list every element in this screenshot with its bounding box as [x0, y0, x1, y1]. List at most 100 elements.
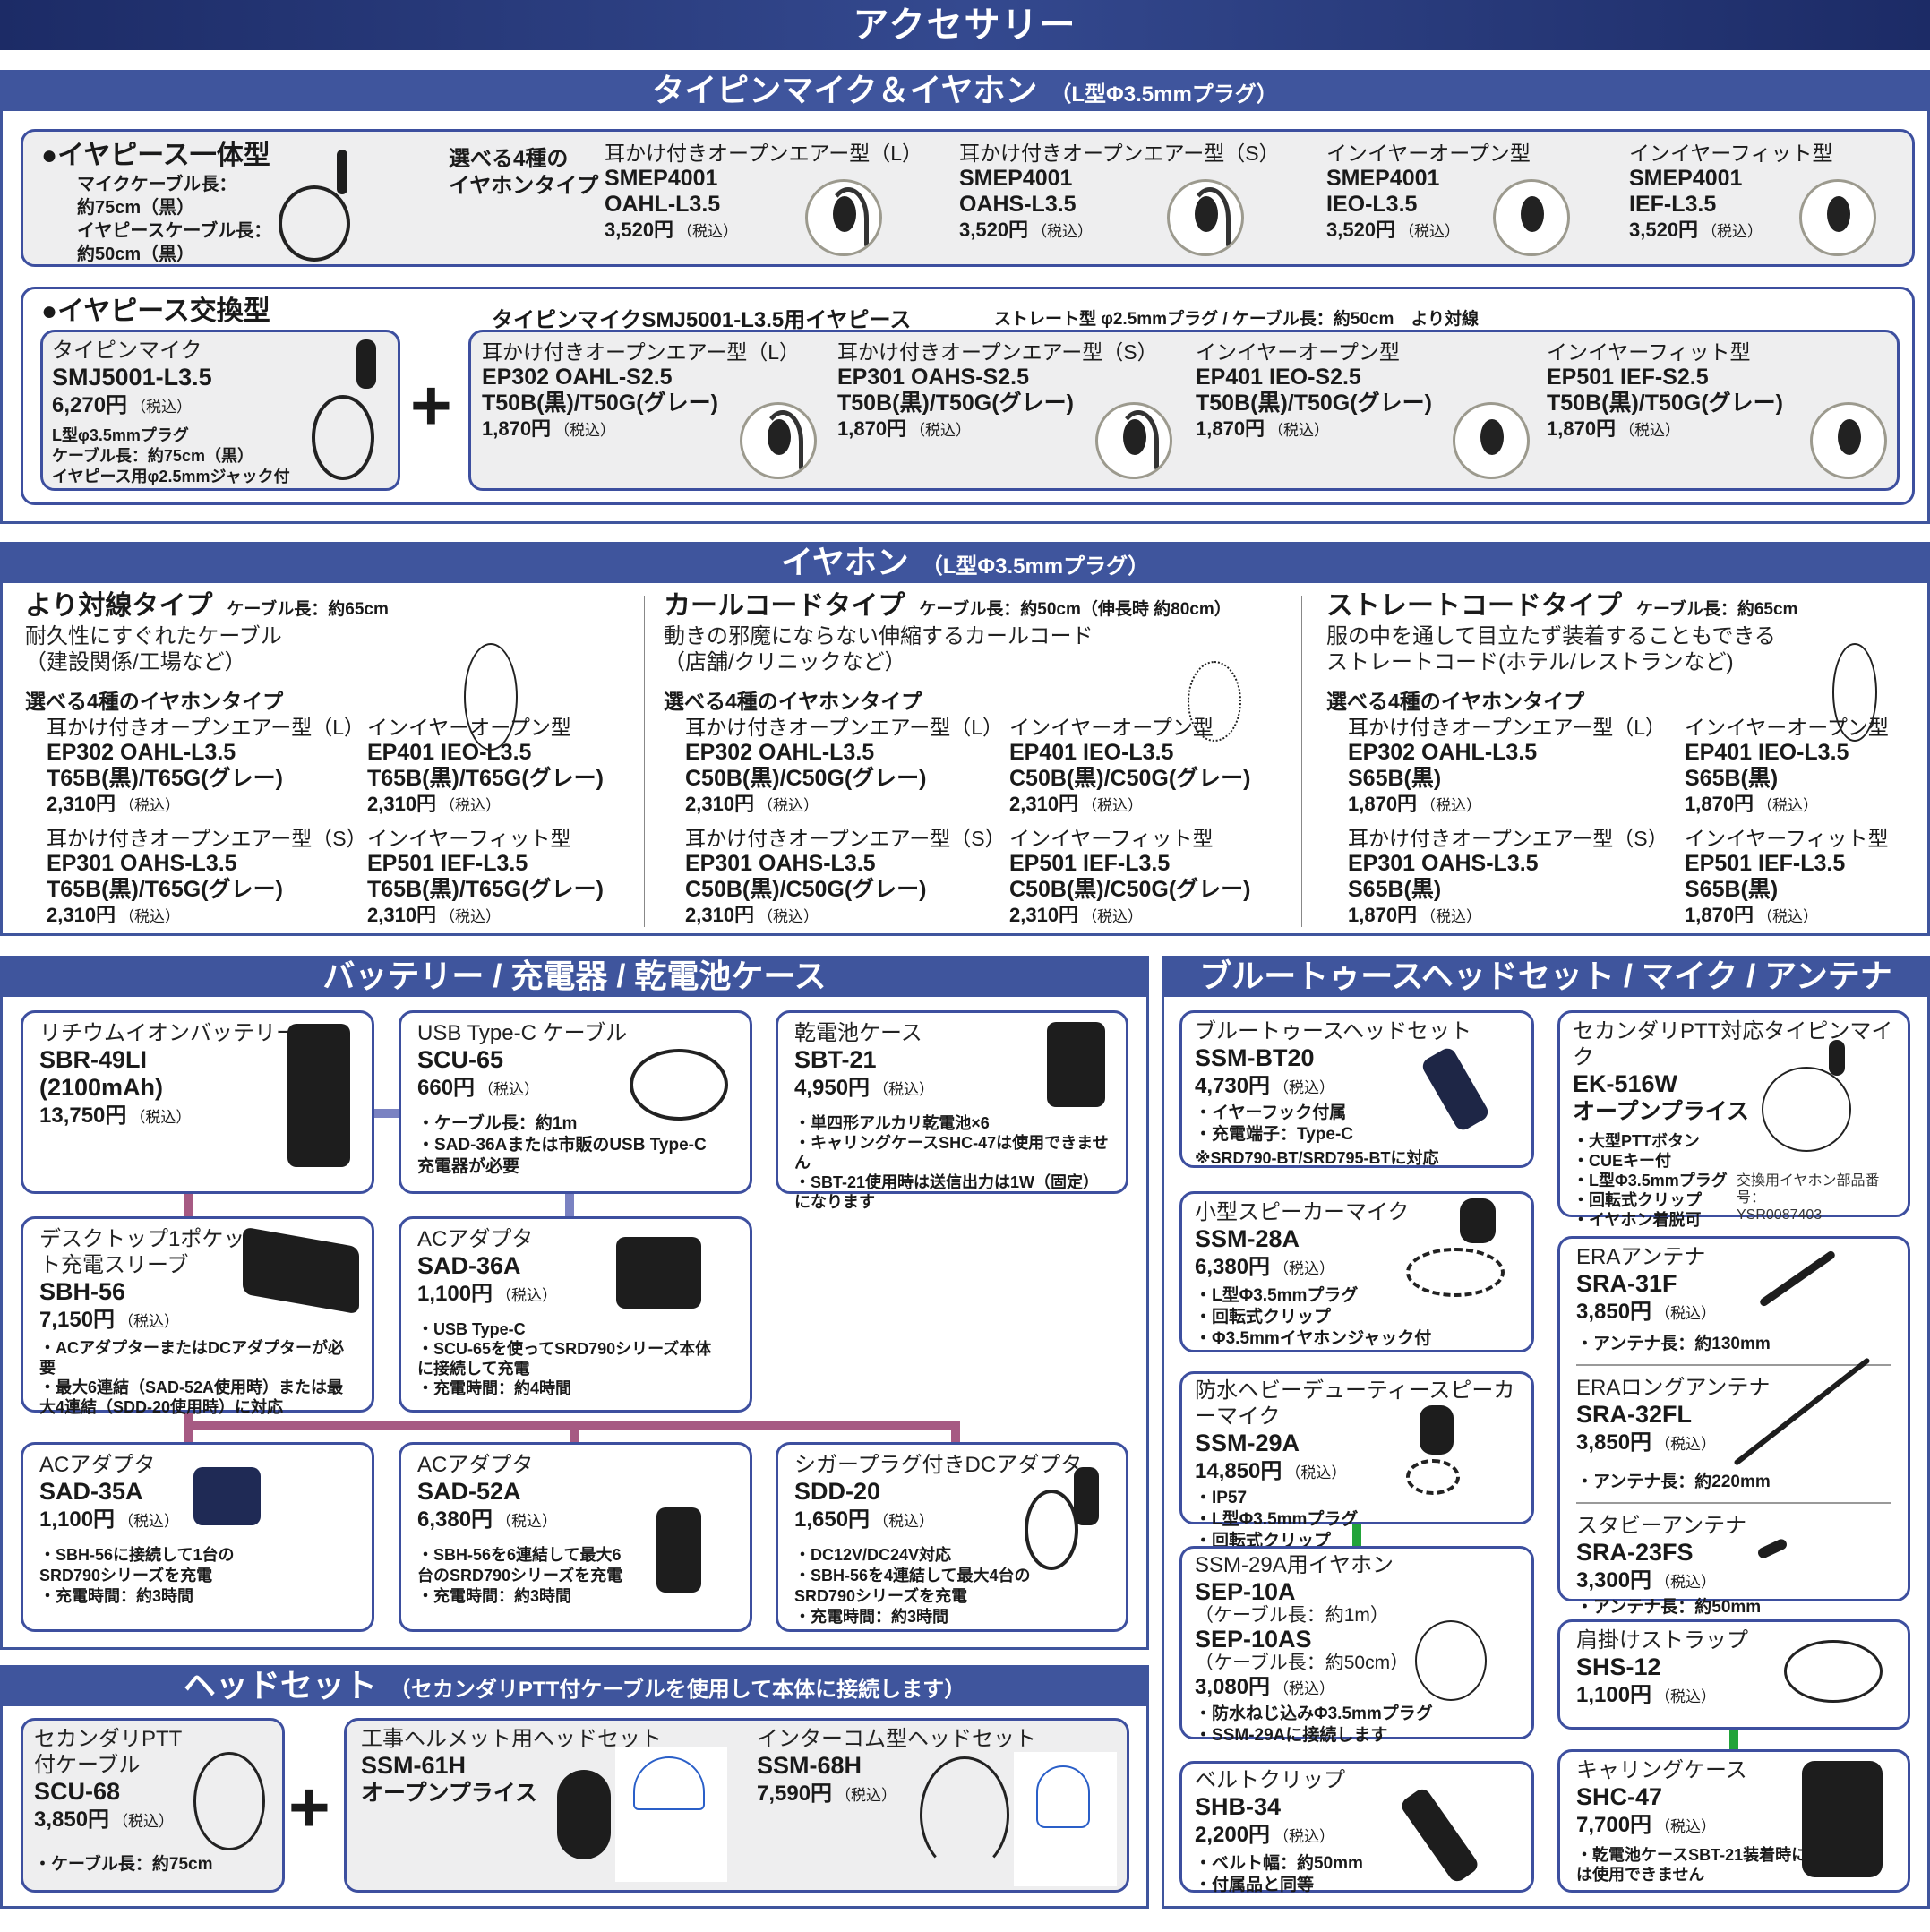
option-model: EP302 OAHL-S2.5 [482, 365, 673, 390]
earpiece-option: インイヤーオープン型 EP401 IEO-S2.5 T50B(黒)/T50G(グ… [1196, 339, 1432, 443]
product-card-sbh-56: デスクトップ1ポケット充電スリーブ SBH-56 7,150円（税込） ACアダ… [21, 1216, 374, 1416]
earhook-l-image [805, 179, 882, 256]
product-label: スタビーアンテナ [1576, 1514, 1747, 1538]
earpiece-option: 耳かけ付きオープンエアー型（L） EP302 OAHL-S2.5 T50B(黒)… [482, 339, 800, 443]
divider [1576, 1502, 1891, 1504]
tax-label: （税込） [440, 908, 502, 925]
column-desc: 服の中を通して目立たず装着することもできる [1326, 624, 1776, 648]
option-price: 2,310円 [47, 904, 116, 926]
option-price: 3,520円 [1326, 219, 1396, 241]
section-frame-bluetooth [1162, 997, 1930, 1909]
option-model: EP302 OAHL-L3.5 [1348, 740, 1538, 765]
earhook-l-image [740, 402, 817, 479]
product-model: SDD-20 [794, 1478, 881, 1505]
section-title: イヤホン [780, 544, 909, 580]
product-price: 1,650円 [794, 1507, 871, 1532]
section-header-earphone: イヤホン （L型Φ3.5mmプラグ） [0, 542, 1930, 583]
section-header-tiepin: タイピンマイク＆イヤホン（L型Φ3.5mmプラグ） [0, 70, 1930, 111]
spec-line: 約75cm（黒） [77, 198, 195, 218]
tax-label: （税込） [873, 1513, 935, 1530]
cable-length: ケーブル長：約65cm [227, 600, 389, 619]
product-label: SSM-29A用イヤホン [1195, 1553, 1394, 1577]
product-model: SHC-47 [1576, 1783, 1663, 1810]
product-card-scu-68: セカンダリPTT付ケーブル SCU-68 3,850円（税込） ケーブル長：約7… [21, 1718, 285, 1893]
option-model-suffix: OAHS-L3.5 [959, 192, 1077, 217]
inear-fit-image [1799, 179, 1876, 256]
option-model: EP401 IEO-S2.5 [1196, 365, 1361, 390]
option-model: EP302 OAHL-L3.5 [685, 740, 875, 765]
product-model: SCU-65 [417, 1046, 504, 1073]
helmet-outline-icon [633, 1756, 705, 1810]
option-type: インイヤーフィット型 [1009, 827, 1214, 850]
column-desc: ストレートコード(ホテル/レストランなど) [1326, 650, 1734, 674]
product-price: 1,100円 [39, 1507, 116, 1532]
product-price: 3,850円 [1576, 1430, 1652, 1455]
tax-label: （税込） [1082, 797, 1144, 814]
product-label: 乾電池ケース [794, 1021, 922, 1045]
option-color: C50B(黒)/C50G(グレー) [1009, 877, 1251, 902]
option-type: インイヤーオープン型 [367, 716, 571, 739]
option-type: インイヤーフィット型 [1685, 827, 1889, 850]
cable-length: （ケーブル長：約50cm） [1195, 1653, 1410, 1673]
option-price: 2,310円 [685, 904, 755, 926]
product-card-ssm-bt20: ブルートゥースヘッドセット SSM-BT20 4,730円（税込） イヤーフック… [1179, 1010, 1534, 1168]
tax-label: （税込） [677, 223, 739, 240]
product-note: アンテナ長：約50mm [1576, 1597, 1891, 1619]
product-price: 4,950円 [794, 1076, 871, 1100]
tax-label: （税込） [1399, 223, 1461, 240]
product-model: SAD-35A [39, 1478, 143, 1505]
option-price: 3,520円 [1629, 219, 1699, 241]
product-note: 最大6連結（SAD-52A使用時）または最大4連結（SDD-20使用時）に対応 [39, 1378, 356, 1417]
product-model: SSM-29A [1195, 1430, 1300, 1456]
option-price: 2,310円 [685, 793, 755, 815]
part-number-label: 交換用イヤホン部品番号： [1737, 1173, 1880, 1206]
option-price: 2,310円 [367, 904, 437, 926]
product-card-sdd-20: シガープラグ付きDCアダプタ SDD-20 1,650円（税込） DC12V/D… [776, 1442, 1128, 1632]
product-note: 付属品と同等 [1195, 1875, 1519, 1896]
earphone-option: インイヤーフィット型 SMEP4001 IEF-L3.5 3,520円（税込） [1629, 141, 1832, 245]
product-price: 6,380円 [417, 1507, 493, 1532]
product-model: SBT-21 [794, 1046, 877, 1073]
option-type: 耳かけ付きオープンエアー型（L） [605, 142, 923, 165]
product-model: SRA-32FL [1576, 1401, 1693, 1428]
tax-label: （税込） [1268, 422, 1330, 439]
option-model-suffix: IEO-L3.5 [1326, 192, 1418, 217]
product-note: Φ3.5mmイヤホンジャック付 [1195, 1328, 1519, 1350]
option-model: SMEP4001 [1629, 166, 1743, 191]
connector-line [1352, 1524, 1361, 1546]
product-note: 防水ねじ込みΦ3.5mmプラグ [1195, 1704, 1519, 1725]
earphone-column-twisted: より対線タイプケーブル長：約65cm 耐久性にすぐれたケーブル （建設関係/工場… [25, 589, 634, 930]
section-subtitle: （L型Φ3.5mmプラグ） [921, 554, 1150, 579]
option-model: EP401 IEO-L3.5 [1685, 740, 1849, 765]
tax-label: （税込） [1655, 1688, 1717, 1705]
product-note: 乾電池ケースSBT-21装着時には使用できません [1576, 1845, 1818, 1885]
product-price: 13,750円 [39, 1103, 127, 1128]
dc-adapter-cord-image [1025, 1490, 1078, 1570]
product-label: キャリングケース [1576, 1758, 1747, 1782]
column-desc: （建設関係/工場など） [25, 650, 246, 674]
column-title: より対線タイプ [25, 591, 213, 621]
product-note: 充電時間：約3時間 [39, 1586, 281, 1607]
section-title: ヘッドセット [183, 1667, 377, 1704]
cigar-plug-image [1074, 1467, 1099, 1525]
product-label: ERAロングアンテナ [1576, 1376, 1771, 1400]
coiled-cord-image [1406, 1248, 1505, 1297]
product-label: 防水ヘビーデューティースピーカーマイク [1195, 1378, 1515, 1429]
product-note: イヤーフック付属 [1195, 1103, 1519, 1124]
product-note: 充電端子：Type-C [1195, 1124, 1519, 1146]
product-price: 7,590円 [757, 1782, 833, 1806]
product-model: SEP-10AS [1195, 1626, 1312, 1653]
ac-adapter-image [656, 1507, 701, 1593]
product-label: ACアダプタ [417, 1227, 534, 1251]
option-model: SMEP4001 [605, 166, 718, 191]
intercom-headset-image [920, 1756, 1009, 1873]
product-note: 充電時間：約4時間 [417, 1378, 722, 1398]
earphone-column-straight: ストレートコードタイプケーブル長：約65cm 服の中を通して目立たず装着すること… [1326, 589, 1926, 930]
option-color: T50B(黒)/T50G(グレー) [482, 391, 718, 416]
spec-line: イヤピースケーブル長： [77, 221, 272, 241]
tax-label: （税込） [1655, 1305, 1717, 1322]
tax-label: （税込） [118, 1513, 180, 1530]
product-note: ACアダプターまたはDCアダプターが必要 [39, 1338, 356, 1378]
